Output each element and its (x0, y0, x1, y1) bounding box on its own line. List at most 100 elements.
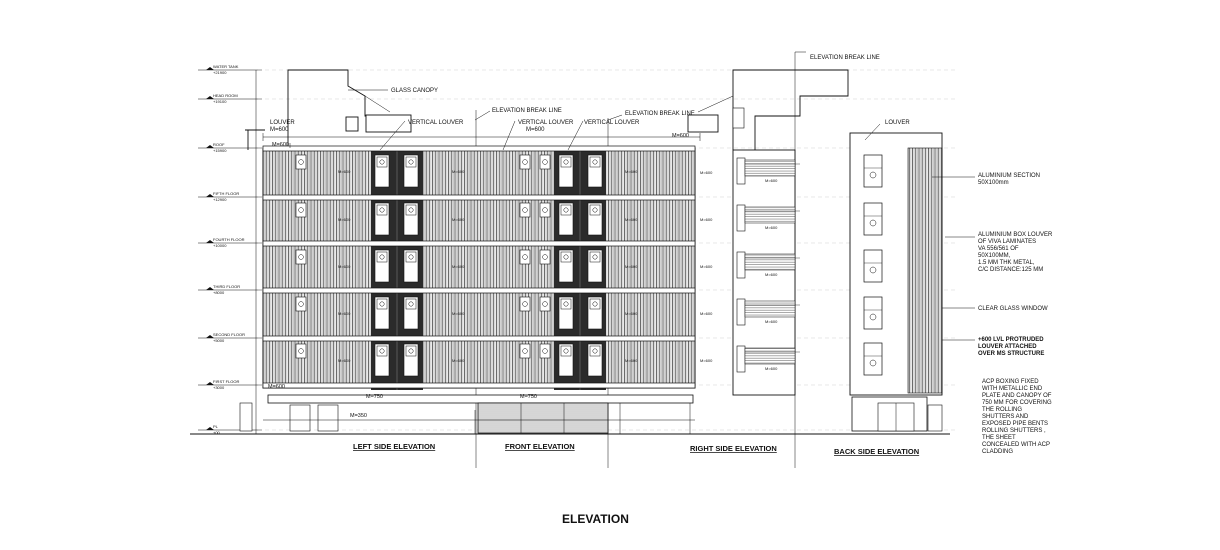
window (519, 343, 531, 359)
annotations: ELEVATION BREAK LINE GLASS CANOPY ELEVAT… (268, 55, 1053, 455)
protruded-louver (744, 253, 796, 271)
louver-label-back: LOUVER (885, 120, 910, 126)
back-window (863, 154, 883, 188)
protruded-louver (744, 300, 796, 318)
window (539, 202, 551, 218)
roof-structures (245, 69, 849, 150)
window-vent-icon (522, 254, 528, 260)
front-elevation-label: FRONT ELEVATION (505, 442, 575, 451)
stair-window (403, 249, 419, 283)
stair-window (587, 296, 603, 330)
panel-marker: M=600 (452, 264, 465, 269)
floor-slab-band (262, 382, 696, 389)
window-vent-icon (542, 348, 548, 354)
window-vent-icon (298, 159, 304, 165)
window-vent-icon (869, 359, 877, 367)
protruded-louver (744, 159, 796, 177)
m600-left-marker: M=600 (272, 142, 289, 148)
stair-window (587, 343, 603, 377)
level-name: THIRD FLOOR (213, 284, 240, 289)
right-panel-marker: M=600 (765, 225, 778, 230)
vertical-louver-label-2: VERTICAL LOUVER (518, 120, 574, 126)
back-window (863, 202, 883, 236)
right-side-windows: M=600M=600M=600M=600M=600M=600M=600M=600… (700, 157, 800, 373)
window-vent-icon (298, 254, 304, 260)
level-value: +10000 (213, 243, 227, 248)
stair-window (558, 154, 574, 188)
panel-marker: M=600 (625, 217, 638, 222)
protruded-louver (744, 206, 796, 224)
right-panel-marker: M=600 (765, 178, 778, 183)
window (539, 296, 551, 312)
right-window (736, 251, 746, 279)
box-louver-line-2: OF VIVA LAMINATES (978, 239, 1036, 245)
right-panel-marker: M=600 (765, 272, 778, 277)
box-louver-line-5: 1.5 MM THK METAL, (978, 260, 1035, 266)
stair-window-pane (405, 298, 417, 310)
window-vent-icon (592, 159, 598, 165)
acp-line-6: SHUTTERS AND (982, 414, 1029, 420)
back-window (863, 249, 883, 283)
panel-marker: M=600 (338, 358, 351, 363)
protruded-line-1: +600 LVL PROTRUDED (978, 337, 1044, 343)
louver-label: LOUVER (270, 120, 295, 126)
box-louver-line-6: C/C DISTANCE:125 MM (978, 267, 1043, 273)
break-line-label-1: ELEVATION BREAK LINE (492, 108, 562, 114)
window-vent-icon (563, 159, 569, 165)
floor-slab-band (262, 145, 696, 152)
window-vent-icon (563, 348, 569, 354)
acp-line-10: CONCEALED WITH ACP (982, 442, 1050, 448)
stair-window (374, 343, 390, 377)
view-labels: LEFT SIDE ELEVATION FRONT ELEVATION RIGH… (353, 442, 919, 456)
stair-window-pane (405, 251, 417, 263)
window (539, 343, 551, 359)
aluminium-section-line-1: ALUMINIUM SECTION (978, 173, 1040, 179)
window (519, 249, 531, 265)
stair-window-pane (560, 298, 572, 310)
acp-line-1: ACP BOXING FIXED (982, 379, 1039, 385)
annotation-leaders (289, 51, 975, 341)
window-vent-icon (869, 219, 877, 227)
window-vent-icon (869, 313, 877, 321)
stair-window (587, 154, 603, 188)
window (539, 249, 551, 265)
m600-top-marker: M=600 (672, 133, 689, 139)
m750-marker-1: M=750 (520, 394, 537, 400)
window-vent-icon (592, 254, 598, 260)
stair-window (403, 154, 419, 188)
window-vent-icon (563, 254, 569, 260)
level-value: +3000 (213, 385, 225, 390)
level-lines (198, 67, 955, 434)
window (519, 154, 531, 170)
window (295, 249, 307, 265)
front-facade (262, 147, 696, 390)
stair-window-pane (405, 345, 417, 357)
ground-floor (190, 394, 950, 435)
panel-marker: M=600 (452, 358, 465, 363)
stair-window (403, 343, 419, 377)
panel-marker: M=600 (625, 264, 638, 269)
level-value: +8000 (213, 290, 225, 295)
right-window (736, 157, 746, 185)
level-value: +12900 (213, 197, 227, 202)
vertical-louver-m-label: M=600 (526, 127, 545, 133)
panel-marker: M=600 (338, 264, 351, 269)
stair-window (558, 296, 574, 330)
right-panel-marker: M=600 (765, 319, 778, 324)
floor-slab-band (262, 335, 696, 342)
right-window (736, 298, 746, 326)
level-name: HEAD ROOM (213, 93, 238, 98)
stair-window-pane (560, 345, 572, 357)
box-louver-line-3: VA 556/561 OF (978, 246, 1019, 252)
stair-window (558, 343, 574, 377)
window-vent-icon (408, 207, 414, 213)
window-vent-icon (563, 301, 569, 307)
stair-window-pane (560, 204, 572, 216)
level-marker-icon (206, 145, 214, 148)
aluminium-section-line-2: 50X100mm (978, 180, 1009, 186)
back-side-windows (863, 154, 883, 376)
box-louver-line-1: ALUMINIUM BOX LOUVER (978, 232, 1053, 238)
stair-window-pane (376, 204, 388, 216)
